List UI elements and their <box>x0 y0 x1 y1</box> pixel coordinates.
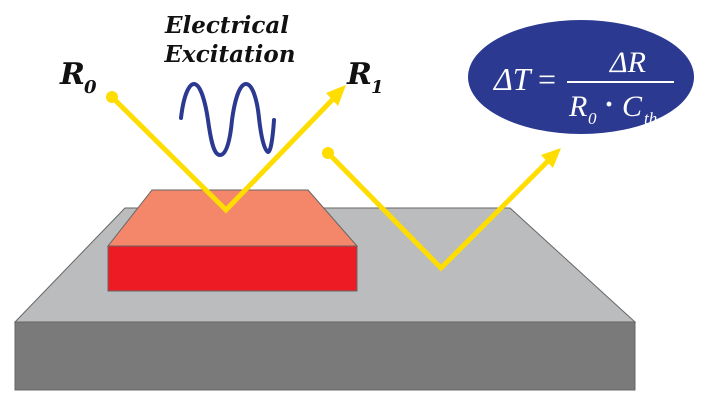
heater-front-face <box>107 245 358 292</box>
beam-arrowhead <box>326 85 346 106</box>
denominator-r: R <box>568 90 587 123</box>
equation-equals: = <box>538 61 556 97</box>
denominator-c-subscript: th <box>644 109 657 128</box>
substrate-front-face <box>14 321 636 391</box>
r0-subscript: 0 <box>84 77 97 98</box>
probe-beam-on-substrate <box>322 147 561 272</box>
probe-beam-on-heater <box>106 85 346 214</box>
beam-source-dot <box>322 147 334 159</box>
denominator-c: C <box>622 90 643 123</box>
r0-label: R <box>59 57 85 92</box>
r1-subscript: 1 <box>371 77 384 98</box>
excitation-line-2: Excitation <box>164 41 296 68</box>
beam-source-dot <box>106 91 118 103</box>
label-r1: R 1 <box>346 57 384 98</box>
excitation-label: Electrical Excitation <box>164 12 296 68</box>
denominator-dot: · <box>604 88 614 121</box>
excitation-line-1: Electrical <box>164 12 289 39</box>
denominator-r-subscript: 0 <box>588 109 597 128</box>
heater-block <box>106 189 359 292</box>
beam-arrowhead <box>541 148 561 168</box>
label-r0: R 0 <box>59 57 97 98</box>
equation-badge: ΔT = ΔR R 0 · C th <box>468 20 694 134</box>
sine-wave-icon <box>179 81 276 158</box>
beam-path <box>326 151 551 272</box>
equation-lhs: ΔT <box>492 61 533 97</box>
r1-label: R <box>346 57 372 92</box>
beam-path <box>110 95 336 214</box>
heater-top-face <box>106 189 359 247</box>
equation-numerator: ΔR <box>609 46 646 79</box>
equation-ellipse <box>468 20 694 134</box>
